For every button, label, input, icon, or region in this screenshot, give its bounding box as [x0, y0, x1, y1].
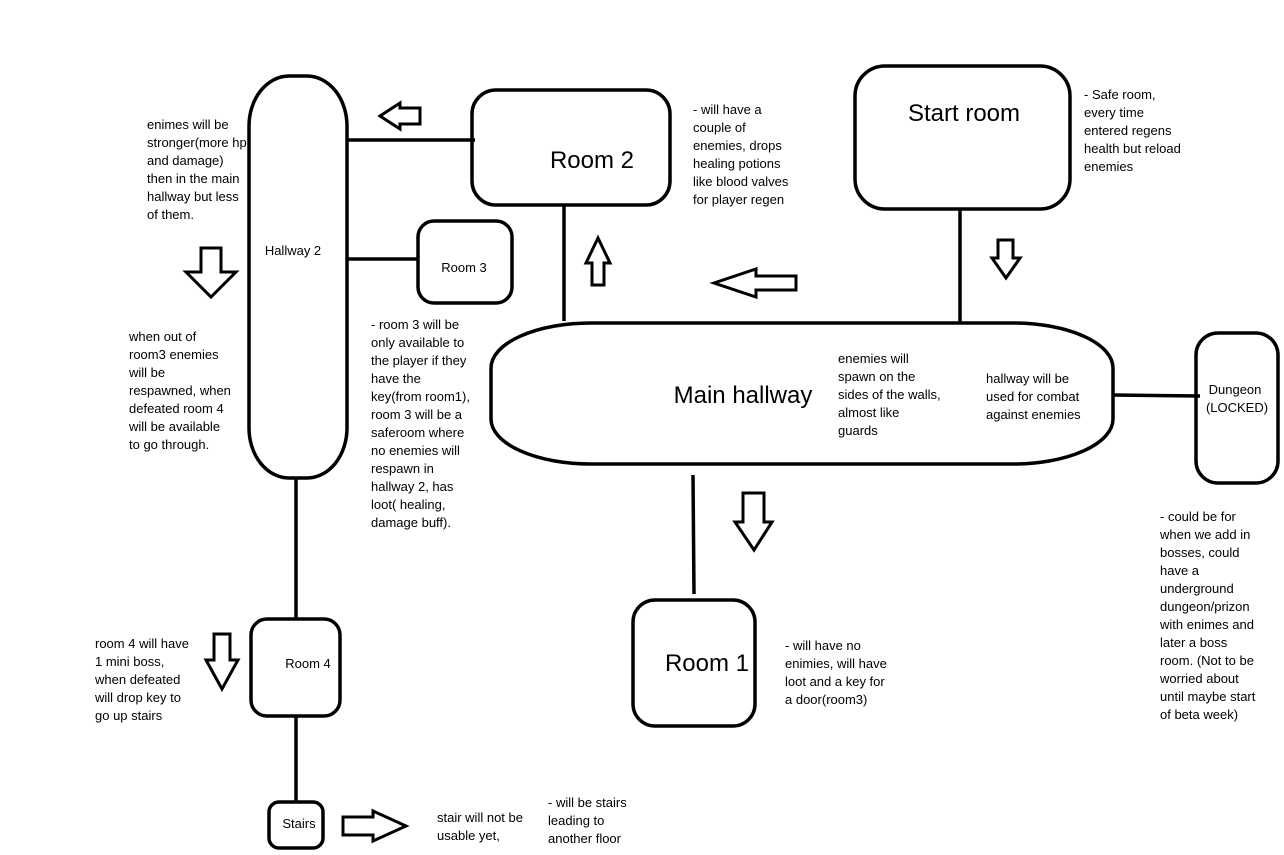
main-hallway-spawn-note: enemies will spawn on the sides of the w… — [838, 351, 941, 438]
room4-label: Room 4 — [285, 656, 331, 671]
room1-label: Room 1 — [665, 650, 749, 677]
dungeon-label: Dungeon — [1209, 382, 1262, 397]
arrow-down-icon — [203, 632, 241, 693]
room1-note: - will have no enimies, will have loot a… — [785, 638, 887, 707]
main-to-dungeon-connector — [1112, 393, 1201, 398]
dungeon-locked-label: (LOCKED) — [1206, 400, 1268, 415]
stairs-leading-note: - will be stairs leading to another floo… — [548, 795, 627, 846]
main-hallway-box — [489, 321, 1115, 466]
start-room-box — [853, 64, 1072, 211]
room4-note: room 4 will have 1 mini boss, when defea… — [95, 636, 189, 723]
start-room-label: Start room — [908, 100, 1020, 127]
dungeon-box — [1194, 331, 1280, 485]
room1-box — [631, 598, 757, 728]
main-hallway-combat-note: hallway will be used for combat against … — [986, 371, 1081, 422]
arrow-up-icon — [583, 234, 613, 287]
room3-label: Room 3 — [441, 260, 487, 275]
room2-box — [470, 88, 672, 207]
start-room-note: - Safe room, every time entered regens h… — [1084, 87, 1181, 174]
arrow-down-icon — [989, 238, 1023, 281]
room3-respawn-note: when out of room3 enemies will be respaw… — [129, 329, 231, 452]
arrow-right-icon — [341, 808, 410, 844]
main-hallway-label: Main hallway — [674, 382, 813, 409]
stairs-usable-note: stair will not be usable yet, — [437, 810, 523, 843]
hallway2-note: enimes will be stronger(more hp and dama… — [147, 117, 247, 222]
hallway2-box — [247, 74, 349, 480]
room2-label: Room 2 — [550, 147, 634, 174]
arrow-down-icon — [732, 491, 775, 553]
room3-box — [416, 219, 514, 305]
room3-note: - room 3 will be only available to the p… — [371, 317, 470, 530]
main-to-room1-connector — [691, 474, 696, 595]
hallway2-label: Hallway 2 — [265, 243, 321, 258]
arrow-left-icon — [709, 266, 798, 300]
dungeon-note: - could be for when we add in bosses, co… — [1160, 509, 1256, 722]
arrow-left-icon — [377, 100, 422, 132]
stairs-label: Stairs — [282, 816, 316, 831]
room2-note: - will have a couple of enemies, drops h… — [693, 102, 789, 207]
arrow-down-icon — [182, 246, 240, 300]
